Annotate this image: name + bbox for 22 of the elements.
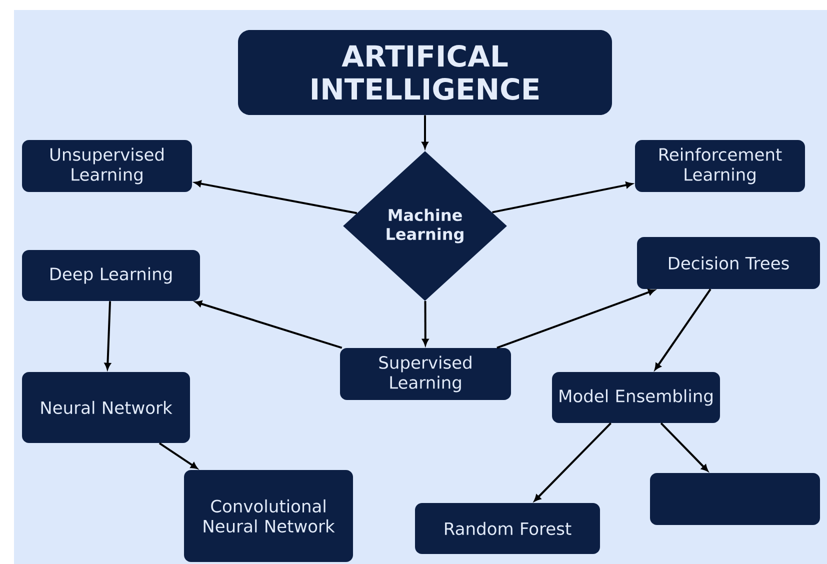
title-box: ARTIFICAL INTELLIGENCE xyxy=(238,30,612,115)
empty-box xyxy=(650,473,820,525)
process-box: Random Forest xyxy=(415,503,600,554)
process-box: Supervised Learning xyxy=(340,348,511,400)
arrow xyxy=(158,442,198,469)
arrow xyxy=(654,288,712,370)
process-box: Convolutional Neural Network xyxy=(184,470,353,562)
arrow xyxy=(422,300,429,346)
arrow xyxy=(534,422,612,502)
arrow xyxy=(496,288,655,349)
process-box: Unsupervised Learning xyxy=(22,140,192,192)
process-box: Reinforcement Learning xyxy=(635,140,805,192)
process-box: Neural Network xyxy=(22,372,190,443)
arrow xyxy=(194,180,358,214)
arrow xyxy=(492,182,633,214)
process-box: Model Ensembling xyxy=(552,372,720,423)
process-box: Decision Trees xyxy=(637,237,820,289)
arrow xyxy=(195,300,342,349)
arrow xyxy=(422,115,428,149)
process-box: Deep Learning xyxy=(22,250,200,301)
arrow xyxy=(104,301,112,370)
arrow xyxy=(660,422,708,472)
